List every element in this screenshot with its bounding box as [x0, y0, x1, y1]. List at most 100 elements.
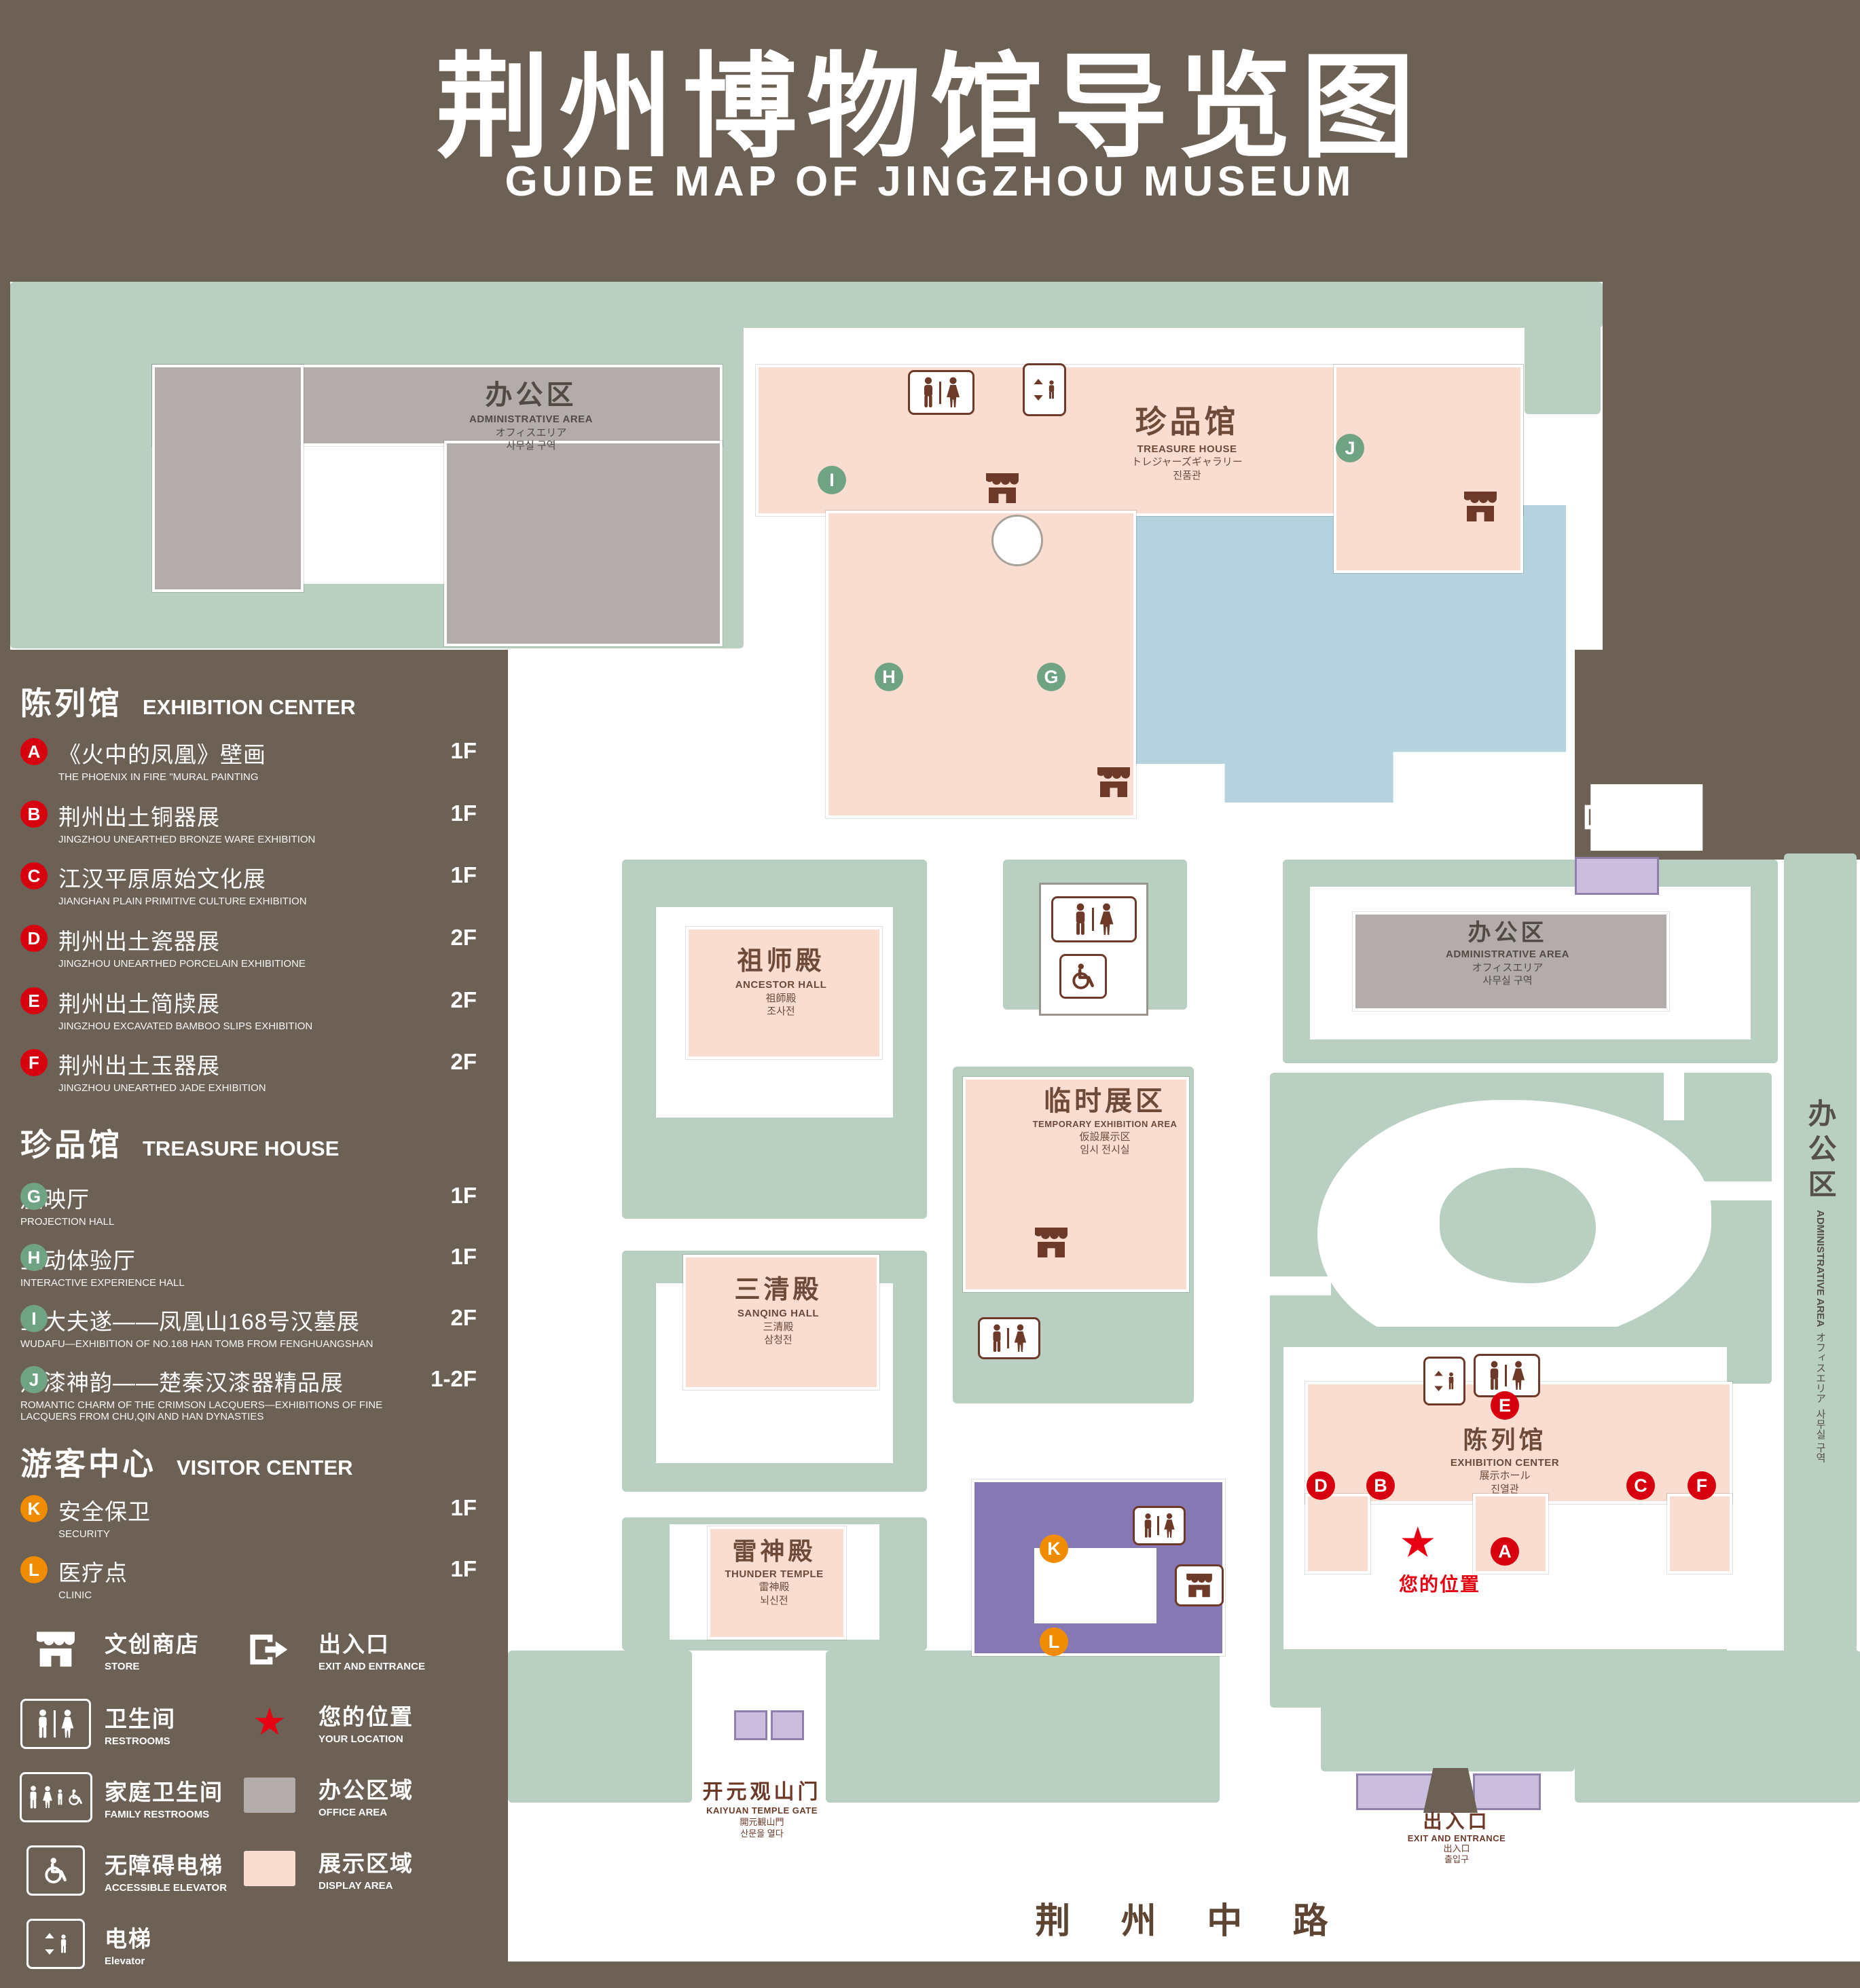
symbol-zh: 电梯 [105, 1926, 152, 1951]
legend-zh: 荆州出土玉器展 [58, 1053, 220, 1078]
elevator-icon [1423, 1357, 1465, 1405]
treasure-zh: 珍品馆 [1135, 404, 1239, 439]
page-title: 荆州博物馆导览图 [435, 43, 1425, 171]
admin-right-zh: 办公区 [1804, 1098, 1836, 1204]
office-area-swatch [234, 1778, 305, 1813]
legend-zh: 医疗点 [58, 1560, 128, 1585]
treasure-house-left-wing [826, 511, 1136, 818]
legend-en: THE PHOENIX IN FIRE "MURAL PAINTING [58, 771, 259, 783]
legend-letter: L [20, 1556, 48, 1583]
legend-zh: 丹漆神韵——楚秦汉漆器精品展 [20, 1370, 344, 1395]
symbol-text: 文创商店 STORE [105, 1626, 200, 1672]
legend-text: 《火中的凤凰》壁画 THE PHOENIX IN FIRE "MURAL PAI… [58, 737, 439, 783]
ancestor-en: ANCESTOR HALL [735, 979, 827, 991]
marker-F: F [1688, 1471, 1716, 1500]
legend-floor: 1F [450, 862, 477, 887]
restroom-icon [1051, 896, 1137, 942]
legend-heading-treasure: 珍品馆 TREASURE HOUSE [20, 1120, 339, 1165]
legend-letter: J [20, 1366, 48, 1393]
legend-en: INTERACTIVE EXPERIENCE HALL [20, 1277, 185, 1289]
legend-zh: 荆州出土瓷器展 [58, 929, 220, 954]
thunder-jp: 雷神殿 [759, 1581, 790, 1594]
legend-floor: 1F [450, 800, 477, 826]
legend-text: 丹漆神韵——楚秦汉漆器精品展 ROMANTIC CHARM OF THE CRI… [20, 1365, 420, 1422]
exit-bottom-kr: 출입구 [1444, 1854, 1469, 1864]
admin-mid-zh: 办公区 [1467, 920, 1548, 946]
restroom-icon [1133, 1506, 1186, 1545]
legend-item-C: C 江汉平原原始文化展 JIANGHAN PLAIN PRIMITIVE CUL… [20, 861, 477, 907]
store-icon [1175, 1564, 1224, 1606]
admin-top-kr: 사무실 구역 [506, 440, 556, 452]
legend-en: JINGZHOU EXCAVATED BAMBOO SLIPS EXHIBITI… [58, 1020, 313, 1032]
ancestor-jp: 祖師殿 [765, 992, 797, 1004]
exit-icon [234, 1632, 305, 1668]
legend-letter: K [20, 1495, 48, 1522]
legend-letter: G [20, 1183, 48, 1210]
admin-mid-jp: オフィスエリア [1472, 961, 1544, 974]
green-top-right-step [1525, 282, 1601, 414]
temp-en: TEMPORARY EXHIBITION AREA [1032, 1119, 1178, 1129]
entrance-pad-bottom [1356, 1773, 1434, 1810]
legend-en: PROJECTION HALL [20, 1216, 115, 1228]
symbol-text: 家庭卫生间 FAMILY RESTROOMS [105, 1774, 223, 1820]
legend-symbol-restroom: 卫生间 RESTROOMS [20, 1699, 176, 1749]
symbol-text: 无障碍电梯 ACCESSIBLE ELEVATOR [105, 1847, 227, 1894]
legend-symbol-family-restroom: 家庭卫生间 FAMILY RESTROOMS [19, 1772, 223, 1822]
label-visitor-center: 游客中心 VISITOR CENTER ビジターセンター 관광객 센터 [1034, 1548, 1156, 1623]
label-sanqing-hall: 三清殿 SANQING HALL 三清殿 삼청전 [734, 1274, 822, 1347]
label-treasure-house: 珍品馆 TREASURE HOUSE トレジャーズギャラリー 진품관 [1131, 402, 1243, 482]
marker-I: I [818, 466, 846, 494]
legend-floor: 1F [450, 1556, 477, 1581]
symbol-en: Elevator [105, 1955, 145, 1967]
legend-text: 五大夫遂——凤凰山168号汉墓展 WUDAFU—EXHIBITION OF NO… [20, 1304, 439, 1350]
legend-en: ROMANTIC CHARM OF THE CRIMSON LACQUERS—E… [20, 1399, 383, 1422]
legend-text: 荆州出土玉器展 JINGZHOU UNEARTHED JADE EXHIBITI… [58, 1048, 439, 1094]
marker-D: D [1307, 1471, 1335, 1500]
sanqing-jp: 三清殿 [763, 1321, 794, 1333]
admin-area-right: 办公区 ADMINISTRATIVE AREA オフィスエリア 사무실 구역 [1784, 853, 1857, 1708]
legend-letter: H [20, 1244, 48, 1271]
restroom-icon [978, 1317, 1040, 1359]
exit-right-kr: 출입구 [1633, 838, 1661, 849]
courtyard-office [298, 441, 444, 584]
symbol-text: 电梯 Elevator [105, 1921, 152, 1967]
label-kaiyuan-gate: 开元观山门 KAIYUAN TEMPLE GATE 開元観山門 산문을 열다 [703, 1779, 822, 1840]
admin-building-mid [1353, 912, 1669, 1011]
marker-A: A [1491, 1537, 1519, 1566]
treasure-jp: トレジャーズギャラリー [1131, 456, 1243, 468]
admin-right-en: ADMINISTRATIVE AREA [1815, 1209, 1826, 1327]
store-icon [1095, 766, 1133, 798]
green-bottom-strip [826, 1651, 1220, 1803]
legend-en: JIANGHAN PLAIN PRIMITIVE CULTURE EXHIBIT… [58, 896, 307, 907]
legend-item-K: K 安全保卫 SECURITY 1F [20, 1494, 477, 1540]
restroom-icon [908, 370, 974, 415]
symbol-zh: 您的位置 [318, 1704, 414, 1729]
sanqing-zh: 三清殿 [734, 1276, 822, 1304]
legend-item-E: E 荆州出土简牍展 JINGZHOU EXCAVATED BAMBOO SLIP… [20, 986, 477, 1032]
legend-item-H: H 互动体验厅 INTERACTIVE EXPERIENCE HALL 1F [20, 1242, 477, 1289]
symbol-en: RESTROOMS [105, 1735, 170, 1747]
family-restroom-icon [19, 1772, 92, 1822]
green-bottom-strip [508, 1651, 692, 1803]
exit-bottom-zh: 出入口 [1423, 1811, 1491, 1832]
symbol-zh: 无障碍电梯 [105, 1853, 223, 1878]
garden-connector [1704, 1181, 1772, 1200]
treasure-kr: 진품관 [1173, 469, 1201, 481]
garden-connector [1270, 1276, 1331, 1295]
exhibition-center-wing [1305, 1494, 1370, 1574]
gate-pillar [771, 1710, 804, 1740]
green-bottom-strip [1321, 1651, 1575, 1771]
exhibition-center-wing [1667, 1494, 1732, 1574]
legend-floor: 1F [450, 1495, 477, 1520]
temp-zh: 临时展区 [1043, 1086, 1166, 1116]
legend-text: 放映厅 PROJECTION HALL [20, 1181, 439, 1228]
legend-en: WUDAFU—EXHIBITION OF NO.168 HAN TOMB FRO… [20, 1338, 373, 1350]
exit-right-jp: 出入口 [1631, 824, 1662, 836]
legend-heading-visitor: 游客中心 VISITOR CENTER [20, 1439, 353, 1484]
legend-item-B: B 荆州出土铜器展 JINGZHOU UNEARTHED BRONZE WARE… [20, 799, 477, 845]
heading-zh: 珍品馆 [20, 1127, 122, 1162]
ancestor-zh: 祖师殿 [737, 947, 825, 976]
marker-K: K [1040, 1534, 1068, 1563]
legend-letter: D [20, 925, 48, 952]
